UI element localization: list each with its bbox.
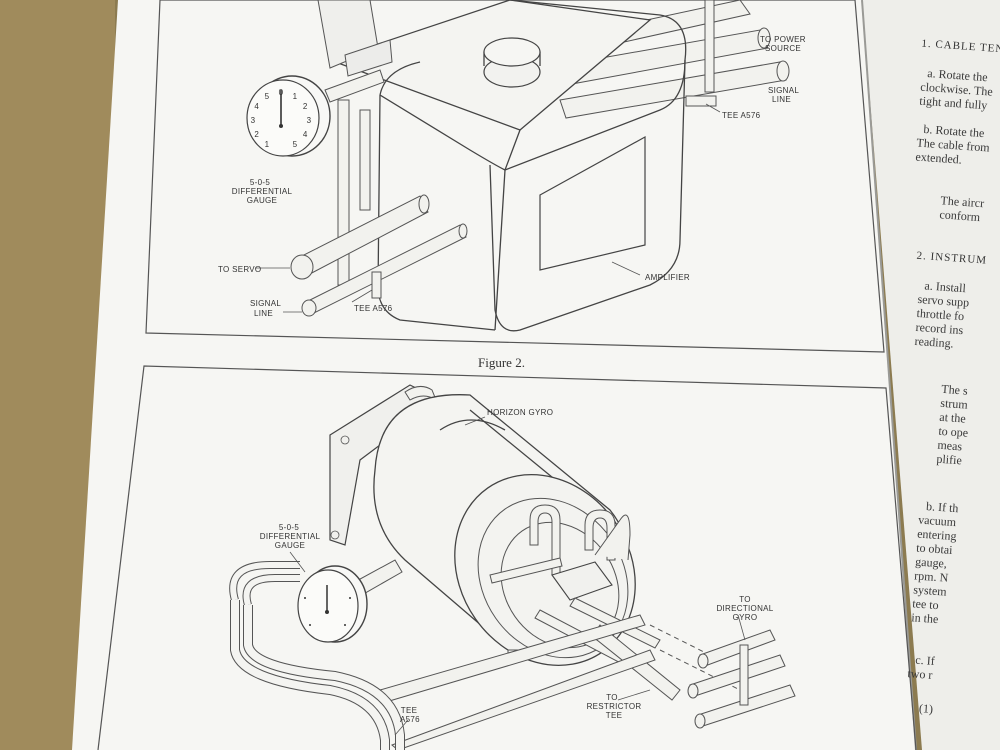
label-amplifier: AMPLIFIER	[645, 273, 690, 282]
differential-gauge-2	[297, 565, 368, 643]
gauge-dial-number: 5	[293, 140, 298, 149]
para-c2-line2: two r	[907, 666, 933, 682]
gauge-dial-number: 4	[254, 102, 259, 111]
note2-line3: at the	[939, 410, 966, 426]
heading-cable-tension: 1. CABLE TEN	[921, 38, 1000, 56]
figure-caption: Figure 2.	[478, 355, 525, 370]
right-page-text: 1. CABLE TEN a. Rotate the clockwise. Th…	[907, 38, 1000, 716]
label-tee-1: TEE	[401, 706, 417, 715]
para-b2-line7: system	[913, 582, 948, 598]
para-a-line1: a. Rotate the	[927, 66, 988, 84]
note2-line2: strum	[940, 396, 969, 412]
label-gauge-1-line2: DIFFERENTIAL	[232, 187, 293, 196]
para-a2-line2: servo supp	[917, 292, 970, 310]
right-page	[862, 0, 1000, 750]
para-a2-line4: record ins	[915, 320, 964, 337]
label-gauge-2-line3: GAUGE	[275, 541, 305, 550]
label-gauge-2-line1: 5-0-5	[279, 523, 299, 532]
label-to-servo: TO SERVO	[218, 265, 261, 274]
label-signal-line-upper-1: SIGNAL	[768, 86, 799, 95]
para-b2-line9: in the	[911, 610, 939, 626]
para-a2-line3: throttle fo	[916, 306, 965, 323]
note2-line5: meas	[937, 438, 963, 454]
para-a2-line1: a. Install	[924, 278, 967, 295]
label-to-directional-1: TO	[739, 595, 751, 604]
label-to-power-2: SOURCE	[765, 44, 801, 53]
para-a2-line5: reading.	[914, 334, 954, 351]
heading-instrument: 2. INSTRUM	[916, 250, 987, 267]
gauge-dial-number: 3	[251, 116, 256, 125]
label-to-directional-3: GYRO	[733, 613, 758, 622]
gauge-dial-number: 2	[303, 102, 308, 111]
para-b-line3: extended.	[915, 149, 962, 166]
para-b-line1: b. Rotate the	[923, 122, 985, 140]
para-a-line2: clockwise. The	[920, 80, 993, 99]
label-tee-upper: TEE A576	[722, 111, 761, 120]
note1-line1: The aircr	[940, 193, 985, 210]
label-gauge-1-line3: GAUGE	[247, 196, 277, 205]
para-b2-line5: gauge,	[915, 554, 948, 570]
label-signal-line-lower-2: LINE	[254, 309, 273, 318]
label-tee-lower: TEE A576	[354, 304, 393, 313]
note2-line1: The s	[941, 382, 969, 398]
para-b2-line4: to obtai	[916, 540, 954, 557]
label-to-restrictor-1: TO	[606, 693, 618, 702]
label-to-directional-2: DIRECTIONAL	[716, 604, 773, 613]
label-to-power-1: TO POWER	[760, 35, 806, 44]
label-to-restrictor-3: TEE	[606, 711, 622, 720]
label-to-restrictor-2: RESTRICTOR	[587, 702, 642, 711]
note2-line4: to ope	[938, 424, 969, 440]
note1-line2: conform	[939, 207, 981, 224]
para-b2-line8: tee to	[912, 596, 939, 612]
gauge-dial-number: 3	[307, 116, 312, 125]
gauge-dial-number: 1	[265, 140, 270, 149]
para-last: (1)	[919, 701, 934, 716]
para-c2-line1: c. If	[915, 653, 935, 668]
para-a-line3: tight and fully	[919, 94, 988, 113]
para-b2-line3: entering	[917, 527, 957, 544]
label-tee-2: A576	[400, 715, 420, 724]
label-horizon-gyro: HORIZON GYRO	[487, 408, 553, 417]
gauge-dial-number: 4	[303, 130, 308, 139]
para-b2-line2: vacuum	[918, 513, 958, 530]
gauge-dial-number: 1	[293, 92, 298, 101]
gauge-dial-number: 5	[265, 92, 270, 101]
gauge-dial-number: 2	[254, 130, 259, 139]
label-signal-line-upper-2: LINE	[772, 95, 791, 104]
para-b2-line6: rpm. N	[914, 568, 949, 584]
label-gauge-2-line2: DIFFERENTIAL	[260, 532, 321, 541]
label-gauge-1-line1: 5-0-5	[250, 178, 270, 187]
note2-line6: plifie	[936, 452, 962, 468]
label-signal-line-lower-1: SIGNAL	[250, 299, 281, 308]
figure-gyro-diagram: HORIZON GYRO 5-0-5 DIFFERENTIAL GAUGE TO…	[97, 365, 917, 750]
para-b-line2: The cable from	[916, 135, 991, 154]
gauge-dial-number: 0	[279, 88, 284, 97]
para-b2-line1: b. If th	[926, 499, 959, 515]
